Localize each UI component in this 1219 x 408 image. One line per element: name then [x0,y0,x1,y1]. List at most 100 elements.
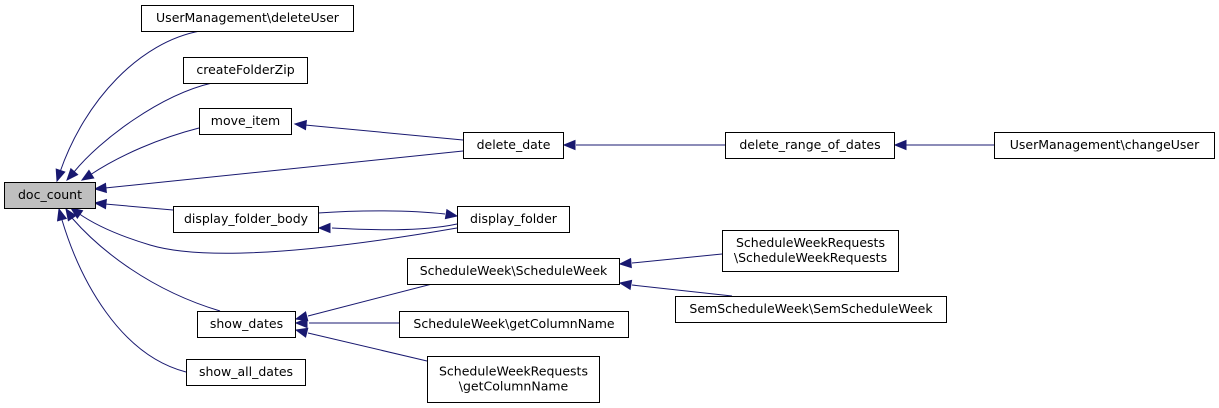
arrowhead-icon [317,222,331,234]
edge-range-to-delete_date [562,139,725,151]
node-label: move_item [211,113,280,128]
node-box[interactable] [407,258,620,285]
edge-line [631,253,723,264]
node-um_change[interactable]: UserManagement\changeUser [994,132,1215,159]
arrowhead-icon [65,207,77,222]
node-box[interactable] [197,311,296,338]
arrowhead-icon [562,139,576,151]
node-box[interactable] [463,132,564,159]
node-box[interactable] [722,230,899,272]
node-move[interactable]: move_item [199,108,292,135]
arrowhead-icon [69,207,84,219]
node-label: ScheduleWeek\ScheduleWeek [420,263,608,278]
edge-dfb-to-display_folder [317,208,459,220]
node-zip[interactable]: createFolderZip [183,57,308,84]
arrowhead-icon [56,207,68,222]
node-swr_gcn[interactable]: ScheduleWeekRequests\getColumnName [427,356,600,403]
node-box[interactable] [457,206,570,233]
node-dfb[interactable]: display_folder_body [173,206,319,233]
node-label: ScheduleWeekRequests [736,235,885,250]
node-box[interactable] [427,356,600,403]
node-show_all[interactable]: show_all_dates [186,359,306,386]
arrowhead-icon [80,169,95,181]
edge-line [304,124,464,141]
edge-sw-to-show_dates [294,283,433,322]
arrowhead-icon [294,317,308,329]
node-delete_date[interactable]: delete_date [463,132,564,159]
edge-line [71,217,221,312]
node-box[interactable] [183,57,308,84]
arrowhead-icon [293,119,307,131]
arrowhead-icon [93,198,107,210]
edges-layer [55,30,994,373]
node-sw[interactable]: ScheduleWeek\ScheduleWeek [407,258,620,285]
node-label: show_dates [210,316,283,331]
node-sw_gcn[interactable]: ScheduleWeek\getColumnName [399,311,629,338]
edge-line [59,30,201,173]
edge-line [77,212,458,254]
arrowhead-icon [294,311,309,322]
node-box[interactable] [4,182,96,209]
node-box[interactable] [141,5,354,32]
node-box[interactable] [399,311,629,338]
node-label: UserManagement\deleteUser [156,10,340,25]
edge-um_change-to-range [893,139,994,151]
edge-line [104,203,174,211]
node-box[interactable] [173,206,319,233]
node-box[interactable] [725,132,895,159]
edge-show_dates-to-doc_count [65,207,221,312]
edge-line [307,332,428,362]
edge-delete_date-to-doc_count [93,150,464,194]
node-box[interactable] [199,108,292,135]
node-display_folder[interactable]: display_folder [457,206,570,233]
arrowhead-icon [444,208,459,220]
edge-line [104,150,464,189]
arrowhead-icon [294,327,309,338]
node-label: display_folder [470,211,558,226]
edge-line [89,127,200,176]
node-label: UserManagement\changeUser [1010,137,1200,152]
arrowhead-icon [55,168,66,183]
edge-um_delete-to-doc_count [55,30,201,183]
node-label: display_folder_body [184,211,309,226]
node-doc_count[interactable]: doc_count [4,182,96,209]
arrowhead-icon [893,139,907,151]
node-label: \getColumnName [459,379,569,394]
node-label: createFolderZip [196,62,294,77]
edge-dfb-to-doc_count [93,198,174,211]
edge-sw_gcn-to-show_dates [294,317,399,329]
nodes-layer: doc_count UserManagement\deleteUser create… [4,5,1215,403]
arrowhead-icon [66,167,79,181]
node-label: delete_date [477,137,551,152]
node-box[interactable] [675,296,947,323]
node-swr[interactable]: ScheduleWeekRequests\ScheduleWeekRequest… [722,230,899,272]
node-range[interactable]: delete_range_of_dates [725,132,895,159]
edge-swr_gcn-to-show_dates [294,327,428,362]
arrowhead-icon [618,257,632,269]
edge-zip-to-doc_count [66,82,213,181]
edge-display_folder-to-dfb [317,222,458,234]
node-box[interactable] [186,359,306,386]
edge-line [307,283,433,317]
node-label: SemScheduleWeek\SemScheduleWeek [689,301,933,316]
node-show_dates[interactable]: show_dates [197,311,296,338]
node-label: \ScheduleWeekRequests [734,250,887,265]
arrowhead-icon [93,182,107,194]
edge-ssw-to-sw [618,279,733,297]
node-label: delete_range_of_dates [739,137,880,152]
edge-line [631,284,733,297]
edge-line [61,219,187,373]
node-ssw[interactable]: SemScheduleWeek\SemScheduleWeek [675,296,947,323]
edge-move-to-doc_count [80,127,200,181]
edge-delete_date-to-move [293,119,464,141]
edge-line [331,223,458,231]
node-um_delete[interactable]: UserManagement\deleteUser [141,5,354,32]
edge-line [73,82,213,173]
node-label: doc_count [18,187,82,202]
edge-display_folder-to-doc_count [69,207,458,254]
edge-line [317,210,446,215]
node-box[interactable] [994,132,1215,159]
edge-swr-to-sw [618,253,723,269]
node-label: show_all_dates [199,364,293,379]
